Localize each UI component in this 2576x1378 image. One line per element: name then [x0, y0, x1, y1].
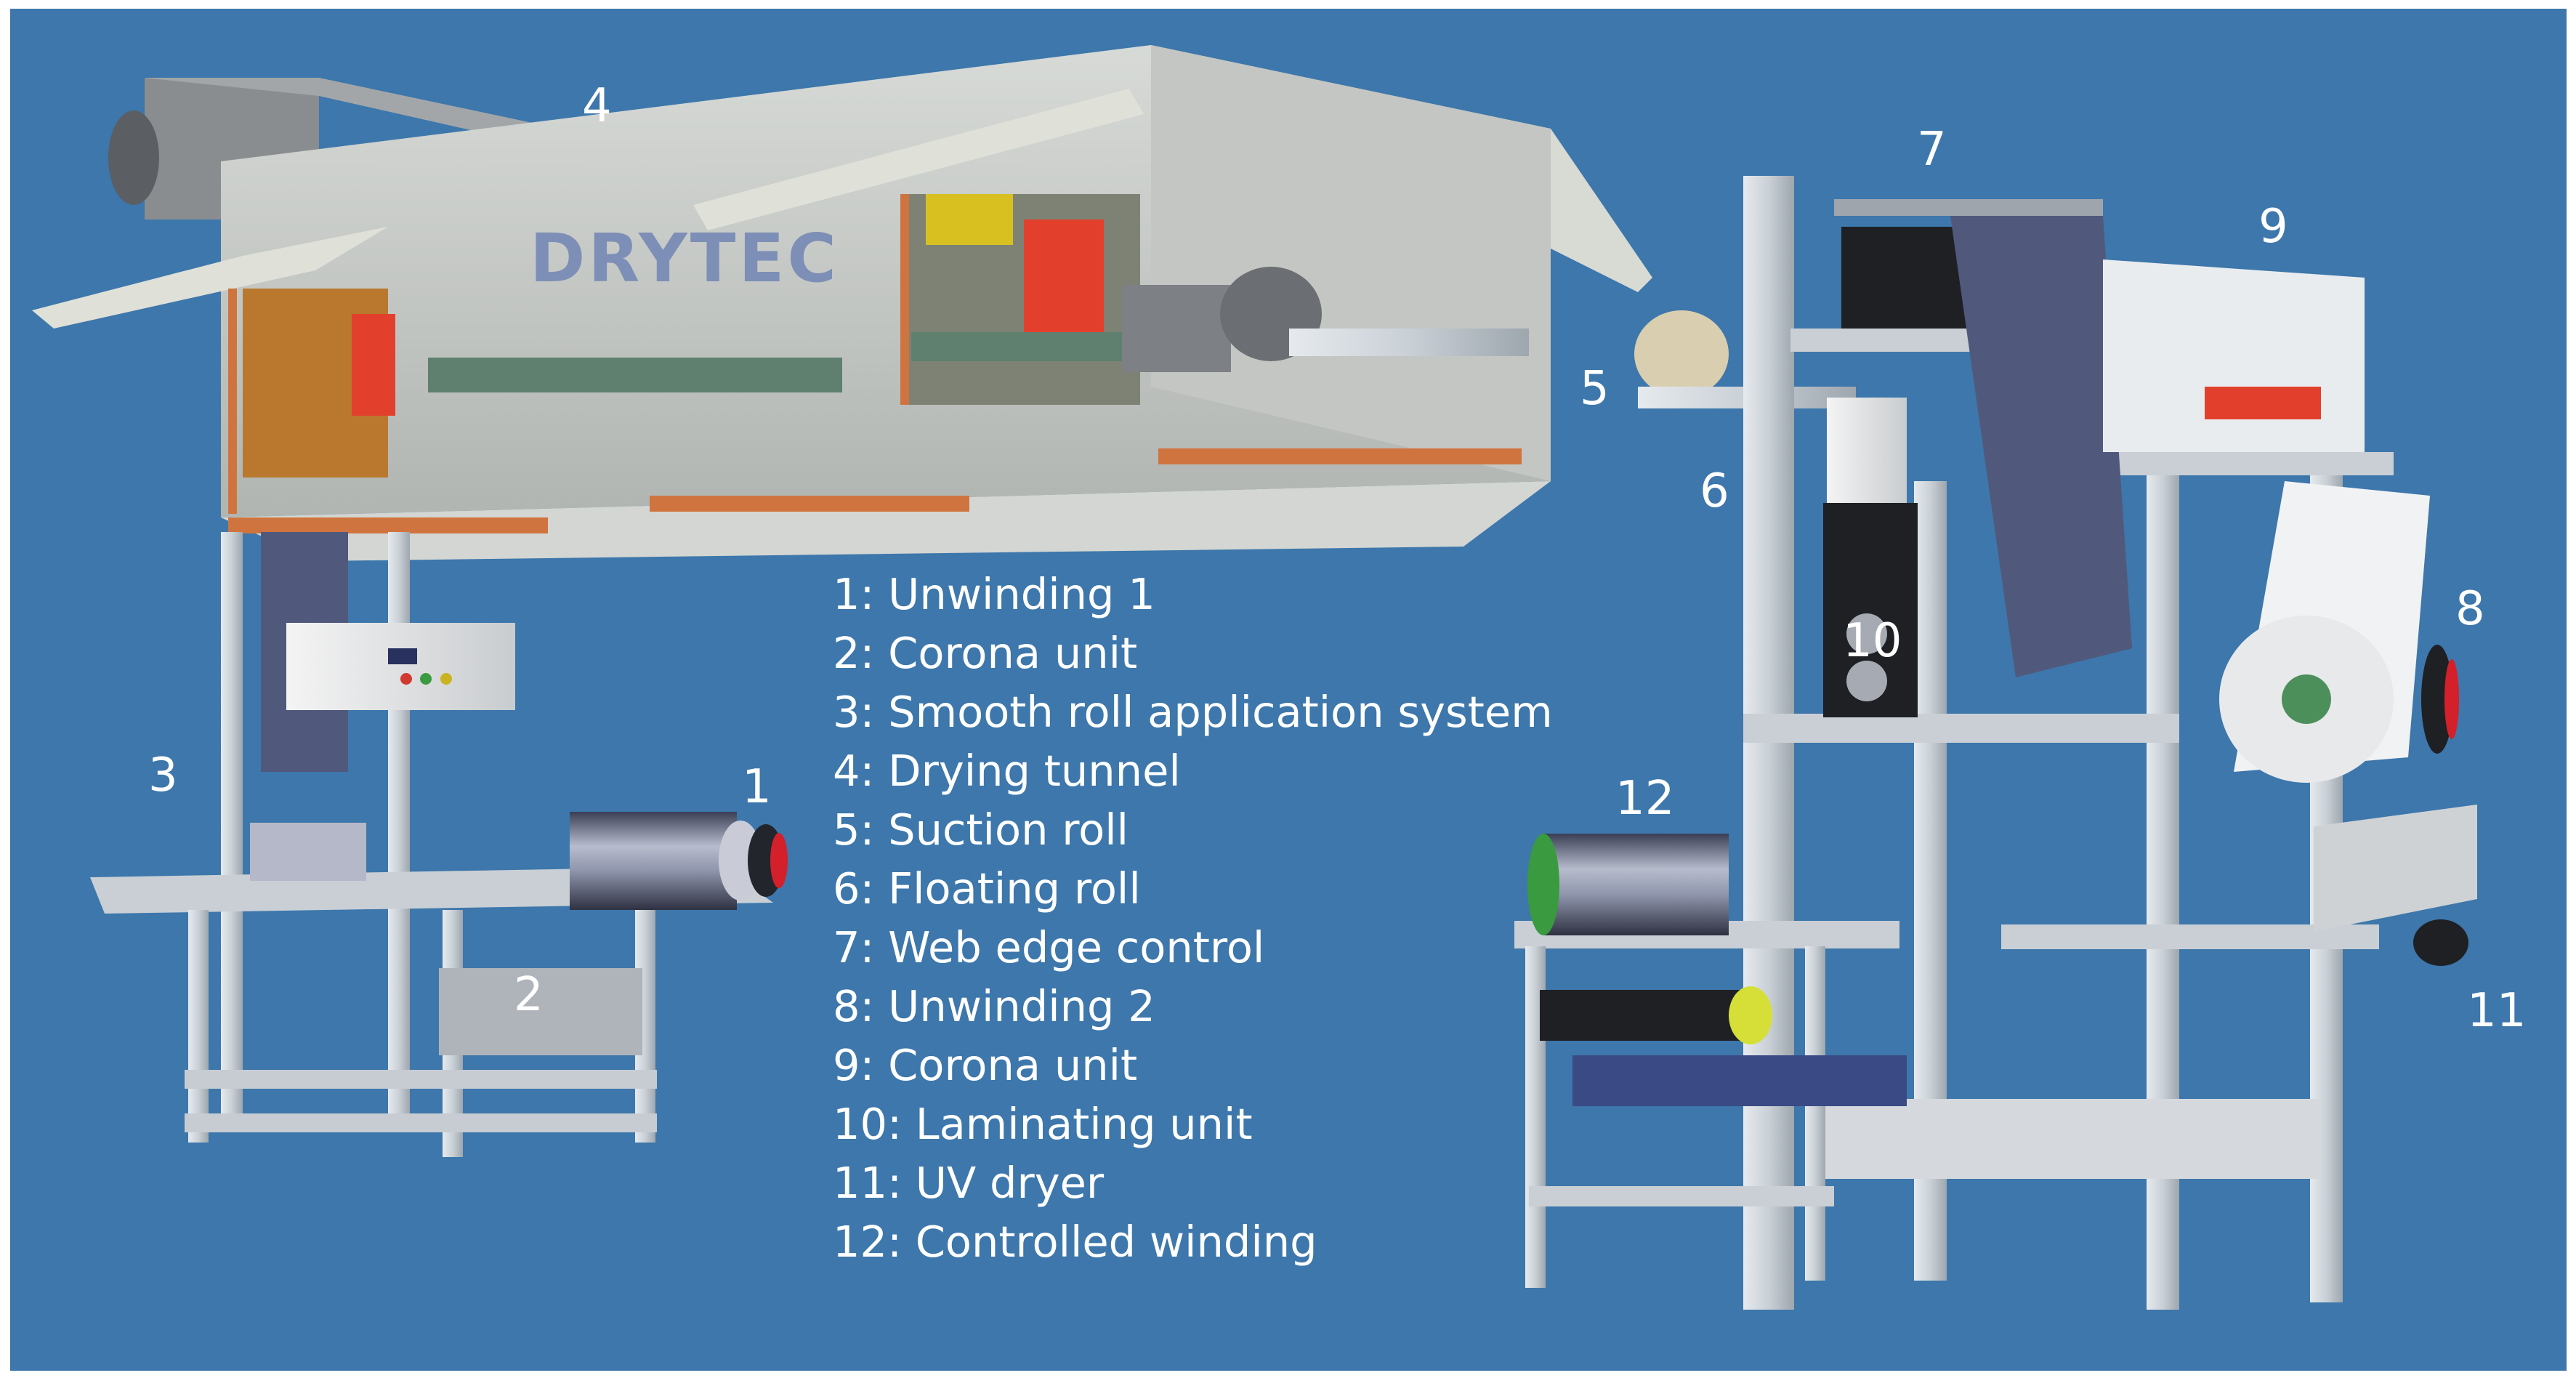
- smooth-roll: [250, 823, 366, 881]
- lamination-cylinder: [1827, 398, 1907, 507]
- callout-3: 3: [148, 749, 178, 802]
- leg: [188, 910, 209, 1143]
- legend-item: 9: Corona unit: [833, 1040, 1138, 1090]
- flange: [1158, 448, 1522, 464]
- suction-roll-shaft: [1289, 329, 1529, 356]
- corona-unit-9: [2103, 259, 2365, 452]
- beam: [1790, 329, 1979, 352]
- callout-2: 2: [514, 968, 544, 1022]
- unwind-roll-1: [570, 812, 737, 910]
- roll-hub: [2282, 674, 2331, 724]
- callout-1: 1: [742, 760, 772, 814]
- winding-roll-12: [1543, 834, 1729, 935]
- tunnel-bottom: [221, 481, 1551, 561]
- callout-11: 11: [2467, 984, 2527, 1038]
- right-machine: [1514, 176, 2477, 1310]
- blower-motor: [108, 110, 159, 205]
- nip-roll-end: [1729, 986, 1772, 1044]
- legend: 1: Unwinding 1 2: Corona unit 3: Smooth …: [833, 565, 1553, 1271]
- diagram-canvas: DRYTEC: [10, 9, 2567, 1371]
- control-cabinet: [286, 623, 515, 710]
- lid-left: [32, 227, 388, 329]
- callout-6: 6: [1700, 464, 1729, 518]
- brand-logo: DRYTEC: [530, 219, 839, 297]
- drying-tunnel: DRYTEC: [32, 45, 1652, 561]
- lid-right: [1551, 129, 1652, 292]
- legend-item: 4: Drying tunnel: [833, 746, 1181, 796]
- legend-item: 7: Web edge control: [833, 922, 1265, 972]
- legend-item: 2: Corona unit: [833, 628, 1138, 678]
- machine-illustration: DRYTEC: [32, 45, 2477, 1310]
- roll-brake: [2421, 645, 2453, 754]
- indicator-yellow: [440, 673, 452, 685]
- lower-shelf: [1812, 1099, 2321, 1179]
- gearbox: [1122, 285, 1231, 372]
- uv-lamp: [2413, 919, 2468, 966]
- nip-roll: [1540, 990, 1743, 1041]
- beam: [2081, 452, 2394, 475]
- beam: [1743, 714, 2179, 743]
- control-display: [388, 648, 417, 664]
- callout-10: 10: [1843, 614, 1902, 668]
- roll-brake-cap: [770, 833, 788, 888]
- legend-item: 12: Controlled winding: [833, 1217, 1317, 1267]
- duct: [145, 78, 577, 154]
- suction-roll-5: [1634, 310, 1729, 398]
- cross-bar: [185, 1070, 657, 1089]
- legend-item: 5: Suction roll: [833, 805, 1129, 855]
- roll-hub: [1527, 834, 1559, 935]
- roll-brake-cap: [2444, 659, 2459, 739]
- callout-8: 8: [2455, 582, 2485, 636]
- edge-control-plate: [1834, 199, 2103, 216]
- roll-row-left: [428, 358, 842, 392]
- legend-item: 8: Unwinding 2: [833, 981, 1155, 1031]
- flange: [900, 194, 909, 405]
- flange: [228, 517, 548, 533]
- callout-4: 4: [582, 79, 612, 133]
- roll-row-right: [911, 332, 1129, 361]
- post: [2147, 474, 2179, 1310]
- callout-7: 7: [1917, 123, 1947, 177]
- flange: [650, 496, 969, 512]
- legend-item: 11: UV dryer: [833, 1158, 1105, 1208]
- web: [1950, 216, 2132, 677]
- legend-item: 10: Laminating unit: [833, 1099, 1253, 1149]
- cross-bar: [185, 1113, 657, 1132]
- cross-bar: [1529, 1186, 1834, 1206]
- indicator-red: [400, 673, 412, 685]
- lid-middle: [693, 89, 1144, 230]
- heater-left: [352, 314, 395, 416]
- winder-belt: [1572, 1055, 1907, 1106]
- lamination-roll: [1846, 661, 1887, 701]
- callout-5: 5: [1580, 362, 1610, 416]
- callout-12: 12: [1615, 772, 1675, 826]
- tunnel-side: [1151, 45, 1551, 481]
- indicator-green: [420, 673, 432, 685]
- bay-right-panel: [926, 194, 1013, 245]
- legend-item: 1: Unwinding 1: [833, 569, 1155, 619]
- heater-right: [1024, 219, 1104, 332]
- lamination-roll: [1846, 613, 1887, 654]
- callout-9: 9: [2258, 200, 2288, 254]
- corona-unit-2: [439, 968, 642, 1055]
- corona-roll: [2205, 387, 2321, 419]
- uv-dryer: [2314, 805, 2477, 932]
- post: [388, 532, 410, 1113]
- flange: [228, 289, 237, 514]
- left-machine: [90, 532, 788, 1157]
- legend-item: 6: Floating roll: [833, 863, 1141, 914]
- leg: [1805, 946, 1825, 1281]
- legend-item: 3: Smooth roll application system: [833, 687, 1553, 737]
- post: [221, 532, 243, 1113]
